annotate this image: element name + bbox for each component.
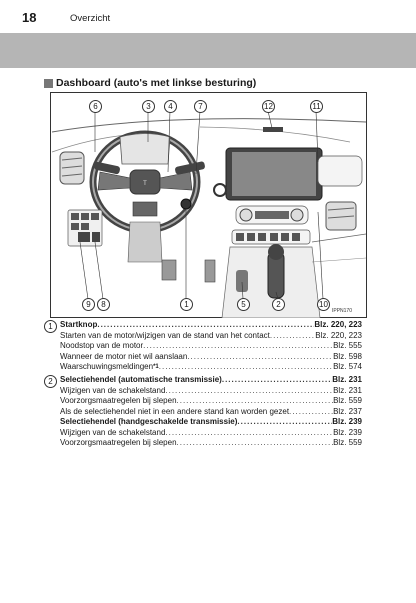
svg-text:T: T <box>143 181 147 187</box>
item-number-1: 1 <box>44 320 57 333</box>
item-2-entry: Selectiehendel (handgeschakelde transmis… <box>60 417 362 428</box>
item-1-entry: StartknopBlz. 220, 223 <box>60 320 362 331</box>
callout-8: 8 <box>97 298 110 311</box>
callout-9: 9 <box>82 298 95 311</box>
item-2-entry: Wijzigen van de schakelstandBlz. 231 <box>60 386 362 397</box>
item-number-2: 2 <box>44 375 57 388</box>
item-2-entry: Voorzorgsmaatregelen bij slepenBlz. 559 <box>60 438 362 449</box>
callout-12: 12 <box>262 100 275 113</box>
callout-10: 10 <box>317 298 330 311</box>
illustration-code: IPPN170 <box>332 308 352 314</box>
item-1-entry: Noodstop van de motorBlz. 555 <box>60 341 362 352</box>
page-header: 18 Overzicht <box>0 0 416 32</box>
chapter-title: Overzicht <box>70 13 111 24</box>
callout-6: 6 <box>89 100 102 113</box>
item-2-entry: Wijzigen van de schakelstandBlz. 239 <box>60 428 362 439</box>
item-2-entry: Als de selectiehendel niet in een andere… <box>60 407 362 418</box>
item-2-entry: Selectiehendel (automatische transmissie… <box>60 375 362 386</box>
item-1-entry: Wanneer de motor niet wil aanslaanBlz. 5… <box>60 352 362 363</box>
section-marker-icon <box>44 78 53 88</box>
section-title-text: Dashboard (auto's met linkse besturing) <box>56 77 257 89</box>
callout-3: 3 <box>142 100 155 113</box>
page-number: 18 <box>22 10 37 25</box>
item-1-entry: Starten van de motor/wijzigen van de sta… <box>60 331 362 342</box>
callout-5: 5 <box>237 298 250 311</box>
callout-2: 2 <box>272 298 285 311</box>
callout-11: 11 <box>310 100 323 113</box>
header-band <box>0 33 416 68</box>
item-1-block: StartknopBlz. 220, 223 Starten van de mo… <box>60 320 362 373</box>
item-2-entry: Voorzorgsmaatregelen bij slepenBlz. 559 <box>60 396 362 407</box>
callout-4: 4 <box>164 100 177 113</box>
item-2-block: Selectiehendel (automatische transmissie… <box>60 375 362 449</box>
callout-7: 7 <box>194 100 207 113</box>
callout-1: 1 <box>180 298 193 311</box>
dashboard-illustration: T <box>50 92 367 318</box>
section-title: Dashboard (auto's met linkse besturing) <box>44 77 256 89</box>
item-1-entry: Waarschuwingsmeldingen*1Blz. 574 <box>60 362 362 373</box>
